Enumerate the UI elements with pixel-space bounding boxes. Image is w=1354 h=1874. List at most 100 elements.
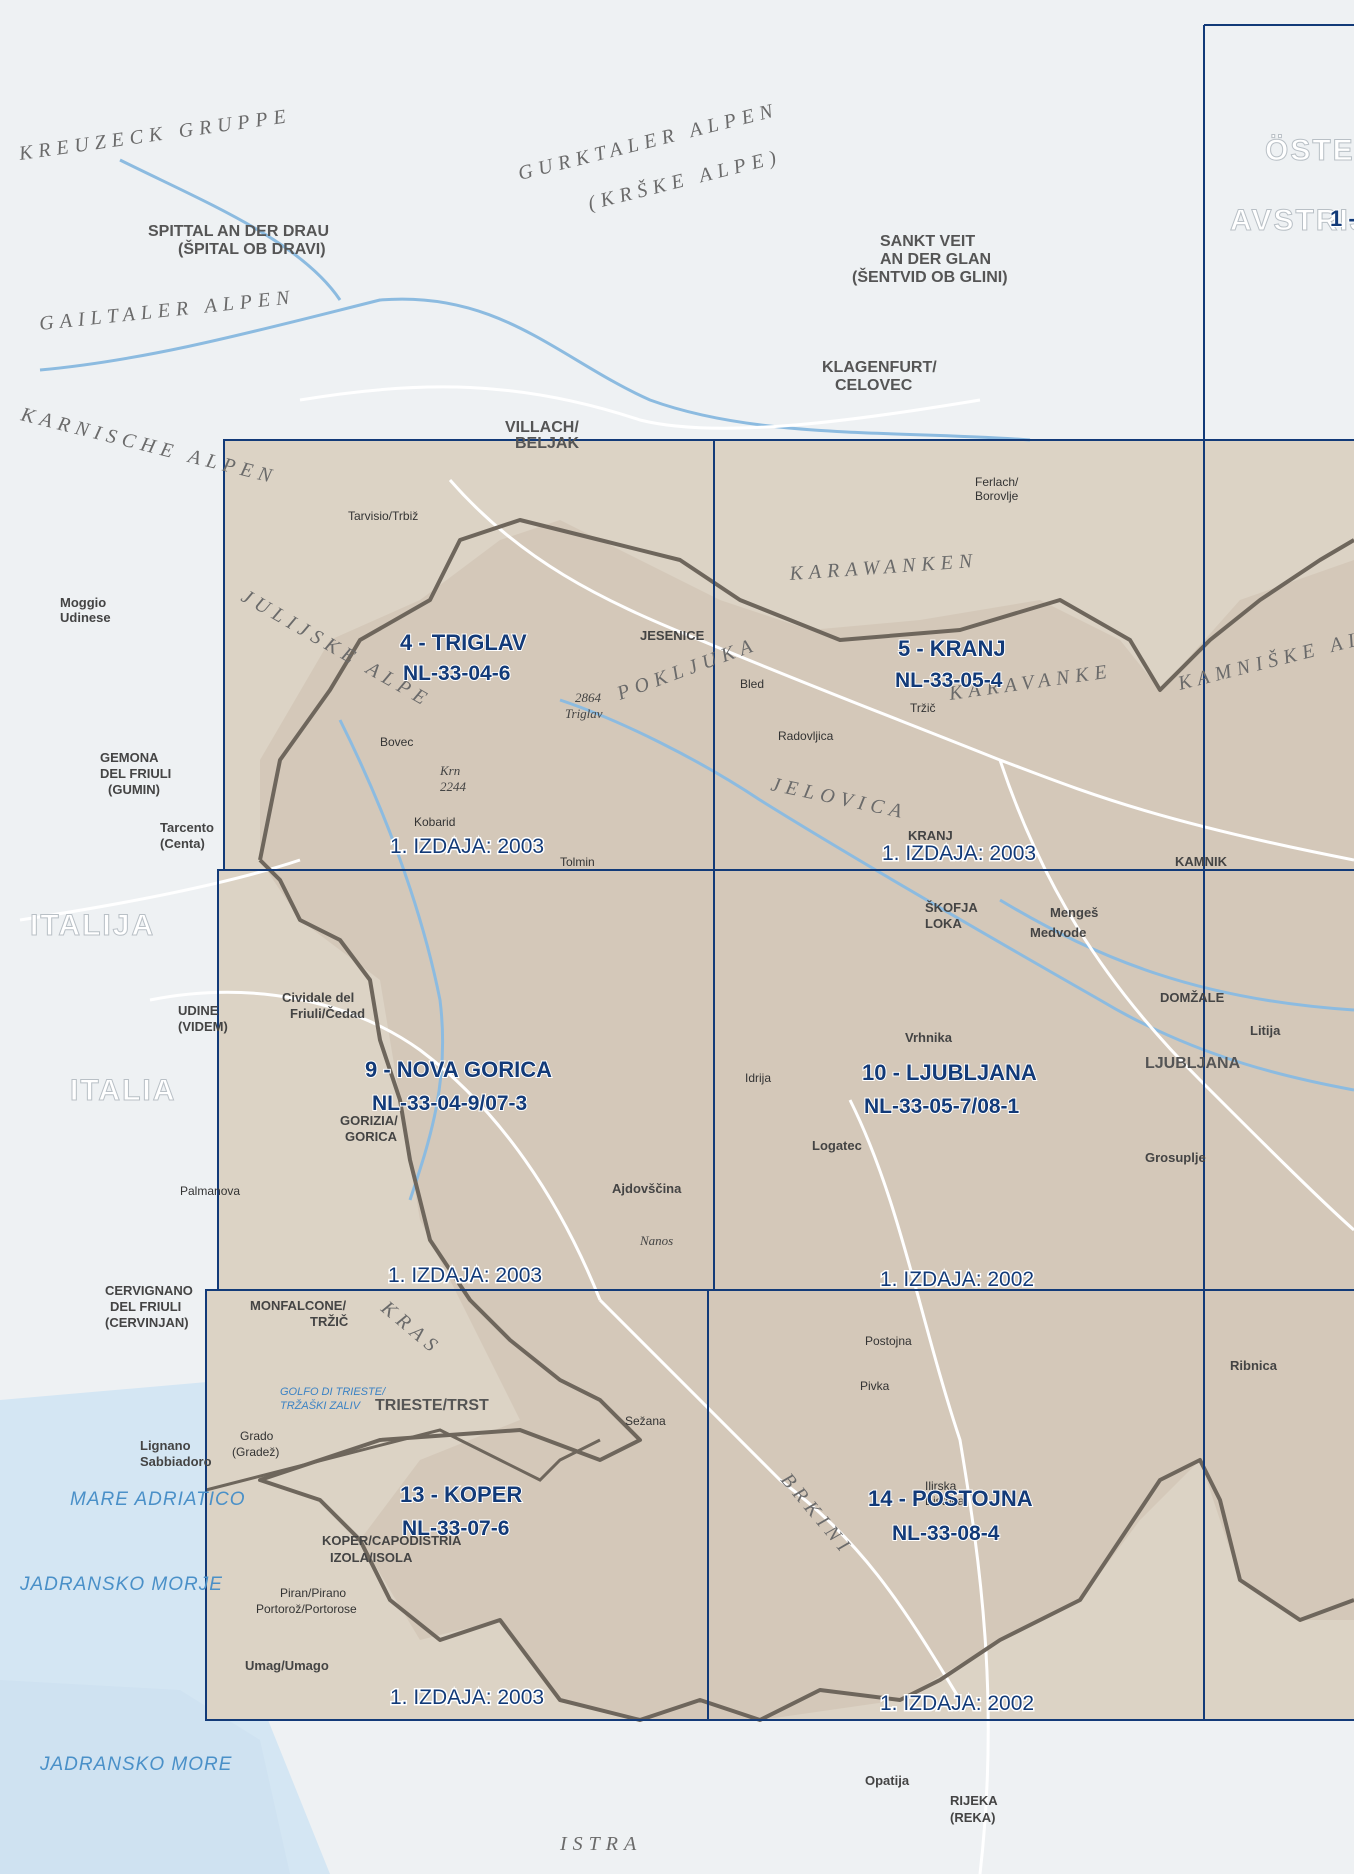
sea-area-south bbox=[0, 1680, 290, 1874]
sheet-edition: 1. IZDAJA: 2003 bbox=[882, 842, 1036, 865]
place-grado: Grado bbox=[240, 1429, 274, 1443]
place-logatec: Logatec bbox=[812, 1138, 862, 1153]
place-rijeka: RIJEKA bbox=[950, 1793, 998, 1808]
place-portoroz: Portorož/Portorose bbox=[256, 1602, 357, 1616]
sheet-5[interactable]: 5 - KRANJ NL-33-05-4 1. IZDAJA: 2003 bbox=[881, 635, 1038, 867]
place-izola: IZOLA/ISOLA bbox=[330, 1550, 413, 1565]
place-trzic-town: Tržič bbox=[910, 701, 936, 715]
sheet-title: 10 - LJUBLJANA bbox=[862, 1060, 1037, 1085]
place-gradez: (Gradež) bbox=[232, 1445, 279, 1459]
place-bled: Bled bbox=[740, 677, 764, 691]
place-postojna: Postojna bbox=[865, 1334, 912, 1348]
place-spittal-sl: (ŠPITAL OB DRAVI) bbox=[178, 239, 326, 258]
sheet-title: 4 - TRIGLAV bbox=[400, 630, 527, 655]
place-umag: Umag/Umago bbox=[245, 1658, 329, 1673]
places: SPITTAL AN DER DRAU (ŠPITAL OB DRAVI) SA… bbox=[60, 223, 1281, 1825]
place-celovec: CELOVEC bbox=[835, 377, 913, 394]
country-osterreich: ÖSTERREICH bbox=[1265, 134, 1354, 167]
place-bistrica: Bistrica bbox=[925, 1494, 965, 1508]
sheet-edition: 1. IZDAJA: 2003 bbox=[388, 1264, 542, 1287]
sheet-grid bbox=[205, 24, 1354, 1721]
sheet-title: 13 - KOPER bbox=[400, 1482, 522, 1507]
place-kranj: KRANJ bbox=[908, 828, 953, 843]
sheet-13[interactable]: 13 - KOPER NL-33-07-6 1. IZDAJA: 2003 bbox=[389, 1481, 546, 1711]
place-klagenfurt: KLAGENFURT/ bbox=[822, 359, 937, 376]
place-pivka: Pivka bbox=[860, 1379, 890, 1393]
place-spittal: SPITTAL AN DER DRAU bbox=[148, 223, 329, 240]
place-litija: Litija bbox=[1250, 1023, 1281, 1038]
sea-jadransko-more: JADRANSKO MORE bbox=[39, 1754, 232, 1775]
peak-krn: Krn bbox=[439, 763, 460, 778]
sheet-4[interactable]: 4 - TRIGLAV NL-33-04-6 1. IZDAJA: 2003 bbox=[389, 629, 546, 860]
place-kobarid: Kobarid bbox=[414, 815, 455, 829]
place-domzale: DOMŽALE bbox=[1160, 990, 1225, 1005]
sheet-code: NL-33-07-6 bbox=[402, 1517, 509, 1540]
place-gemona: GEMONA bbox=[100, 750, 159, 765]
sea-mare-adriatico: MARE ADRIATICO bbox=[70, 1489, 246, 1510]
place-palmanova: Palmanova bbox=[180, 1184, 240, 1198]
place-gumin: (GUMIN) bbox=[108, 782, 160, 797]
place-loka: LOKA bbox=[925, 916, 962, 931]
sheet-code: NL-33-05-4 bbox=[895, 669, 1003, 692]
place-piran: Piran/Pirano bbox=[280, 1586, 346, 1600]
sheet-14[interactable]: 14 - POSTOJNA NL-33-08-4 1. IZDAJA: 2002 bbox=[867, 1485, 1036, 1717]
place-gorica: GORICA bbox=[345, 1129, 398, 1144]
place-an-der-glan: AN DER GLAN bbox=[880, 251, 991, 268]
place-ljubljana: LJUBLJANA bbox=[1145, 1055, 1241, 1072]
place-del-friuli: DEL FRIULI bbox=[100, 766, 171, 781]
place-sankt-veit: SANKT VEIT bbox=[880, 233, 975, 250]
edge-sheet-label: 1 - bbox=[1330, 206, 1354, 231]
place-lignano: Lignano bbox=[140, 1438, 191, 1453]
peak-krn-height: 2244 bbox=[440, 779, 467, 794]
place-grosuplje: Grosuplje bbox=[1145, 1150, 1206, 1165]
place-tarcento: Tarcento bbox=[160, 820, 214, 835]
place-cividale-2: Friuli/Čedad bbox=[290, 1006, 365, 1021]
country-italija: ITALIJA bbox=[30, 909, 155, 942]
place-vrhnika: Vrhnika bbox=[905, 1030, 953, 1045]
place-menges: Mengeš bbox=[1050, 905, 1098, 920]
place-beljak: BELJAK bbox=[515, 435, 579, 452]
place-koper: KOPER/CAPODISTRIA bbox=[322, 1533, 462, 1548]
place-idrija: Idrija bbox=[745, 1071, 771, 1085]
place-skofja: ŠKOFJA bbox=[925, 900, 978, 915]
place-ferlach: Ferlach/ bbox=[975, 475, 1019, 489]
roads bbox=[19, 385, 1354, 1874]
gulf-label-sl: TRŽAŠKI ZALIV bbox=[280, 1399, 362, 1412]
place-sabbiadoro: Sabbiadoro bbox=[140, 1454, 212, 1469]
place-del-friuli-2: DEL FRIULI bbox=[110, 1299, 181, 1314]
place-tarvisio: Tarvisio/Trbiž bbox=[348, 509, 418, 523]
place-udine: UDINE bbox=[178, 1003, 219, 1018]
sheet-10[interactable]: 10 - LJUBLJANA NL-33-05-7/08-1 1. IZDAJA… bbox=[861, 1059, 1038, 1293]
place-sentvid: (ŠENTVID OB GLINI) bbox=[852, 267, 1008, 286]
sheet-code: NL-33-05-7/08-1 bbox=[864, 1095, 1020, 1118]
sheet-code: NL-33-04-9/07-3 bbox=[372, 1092, 527, 1115]
place-borovlje: Borovlje bbox=[975, 489, 1019, 503]
place-trieste: TRIESTE/TRST bbox=[375, 1397, 489, 1414]
country-avstrija: AVSTRIJA bbox=[1230, 204, 1354, 237]
place-jesenice: JESENICE bbox=[640, 628, 705, 643]
sheet-title: 9 - NOVA GORICA bbox=[365, 1057, 552, 1082]
place-moggio: Moggio bbox=[60, 595, 106, 610]
slovenia-area bbox=[260, 520, 1354, 1720]
country-italia: ITALIA bbox=[70, 1074, 176, 1107]
place-cervignano: CERVIGNANO bbox=[105, 1283, 193, 1298]
place-udinese: Udinese bbox=[60, 610, 111, 625]
coast-border bbox=[205, 1428, 601, 1492]
sheet-title: 5 - KRANJ bbox=[898, 636, 1006, 661]
place-radovljica: Radovljica bbox=[778, 729, 834, 743]
place-opatija: Opatija bbox=[865, 1773, 910, 1788]
place-villach: VILLACH/ bbox=[505, 419, 579, 436]
place-bovec: Bovec bbox=[380, 735, 413, 749]
region-istra: ISTRA bbox=[559, 1833, 642, 1855]
sheet-edition: 1. IZDAJA: 2002 bbox=[880, 1268, 1034, 1291]
sheet-edition: 1. IZDAJA: 2003 bbox=[390, 835, 544, 858]
place-ilirska: Ilirska bbox=[925, 1479, 957, 1493]
place-cervinjan: (CERVINJAN) bbox=[105, 1315, 189, 1330]
sheet-9[interactable]: 9 - NOVA GORICA NL-33-04-9/07-3 1. IZDAJ… bbox=[364, 1056, 553, 1289]
sheet-code: NL-33-08-4 bbox=[892, 1522, 1000, 1545]
peak-triglav: Triglav bbox=[565, 706, 603, 721]
sheet-title: 14 - POSTOJNA bbox=[868, 1486, 1033, 1511]
place-trzic: TRŽIČ bbox=[310, 1314, 349, 1329]
